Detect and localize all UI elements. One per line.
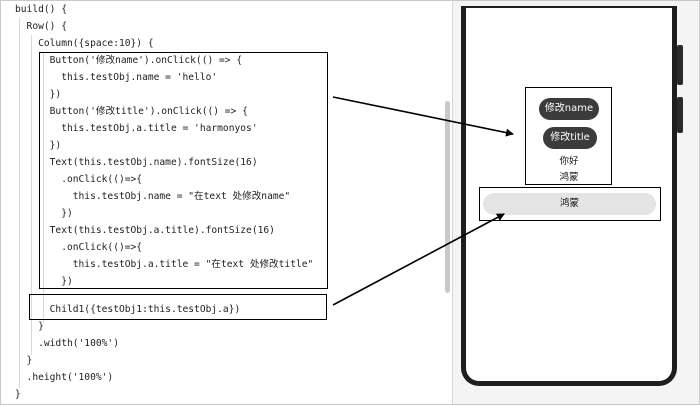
code-line: this.testObj.name = "在text 处修改name" <box>15 191 291 202</box>
arrow-child-to-preview <box>332 213 505 306</box>
code-line: Child1({testObj1:this.testObj.a}) <box>15 304 241 315</box>
code-line: Text(this.testObj.name).fontSize(16) <box>15 157 258 168</box>
code-line: }) <box>15 276 73 287</box>
arrow-column-to-preview <box>332 96 514 137</box>
child-preview-highlight-box <box>479 187 661 221</box>
column-code-highlight-box <box>39 52 328 289</box>
code-line: Row() { <box>15 21 67 32</box>
code-line: .onClick(()=>{ <box>15 174 143 185</box>
code-line: build() { <box>15 4 67 15</box>
code-line: this.testObj.name = 'hello' <box>15 72 218 83</box>
code-line: .width('100%') <box>15 338 119 349</box>
code-line: Column({space:10}) { <box>15 38 154 49</box>
code-line: .height('100%') <box>15 372 114 383</box>
code-line: } <box>15 355 33 366</box>
code-line: Button('修改name').onClick(() => { <box>15 55 243 66</box>
indent-guide <box>43 52 44 322</box>
indent-guide <box>19 18 20 388</box>
modify-title-button[interactable]: 修改title <box>543 127 597 149</box>
pane-divider[interactable] <box>452 1 453 404</box>
code-line: }) <box>15 208 73 219</box>
code-line: }) <box>15 89 62 100</box>
editor-scrollbar[interactable] <box>445 101 450 293</box>
code-line: Button('修改title').onClick(() => { <box>15 106 248 117</box>
code-line: } <box>15 389 21 400</box>
code-line: this.testObj.a.title = "在text 处修改title" <box>15 259 314 270</box>
column-preview-highlight-box <box>525 87 612 185</box>
code-line: .onClick(()=>{ <box>15 242 143 253</box>
code-line: }) <box>15 140 62 151</box>
modify-name-button[interactable]: 修改name <box>539 98 599 120</box>
code-editor[interactable]: build() { Row() { Column({space:10}) { B… <box>1 1 450 404</box>
code-line: } <box>15 321 44 332</box>
child-code-highlight-box <box>29 294 327 320</box>
code-line: this.testObj.a.title = 'harmonyos' <box>15 123 258 134</box>
name-text[interactable]: 你好 <box>559 156 579 167</box>
title-text[interactable]: 鸿蒙 <box>559 172 579 183</box>
phone-side-button <box>677 45 683 85</box>
indent-guide <box>31 35 32 355</box>
code-line: Text(this.testObj.a.title).fontSize(16) <box>15 225 275 236</box>
phone-side-button <box>677 97 683 133</box>
child-component-text[interactable]: 鸿蒙 <box>483 193 656 215</box>
